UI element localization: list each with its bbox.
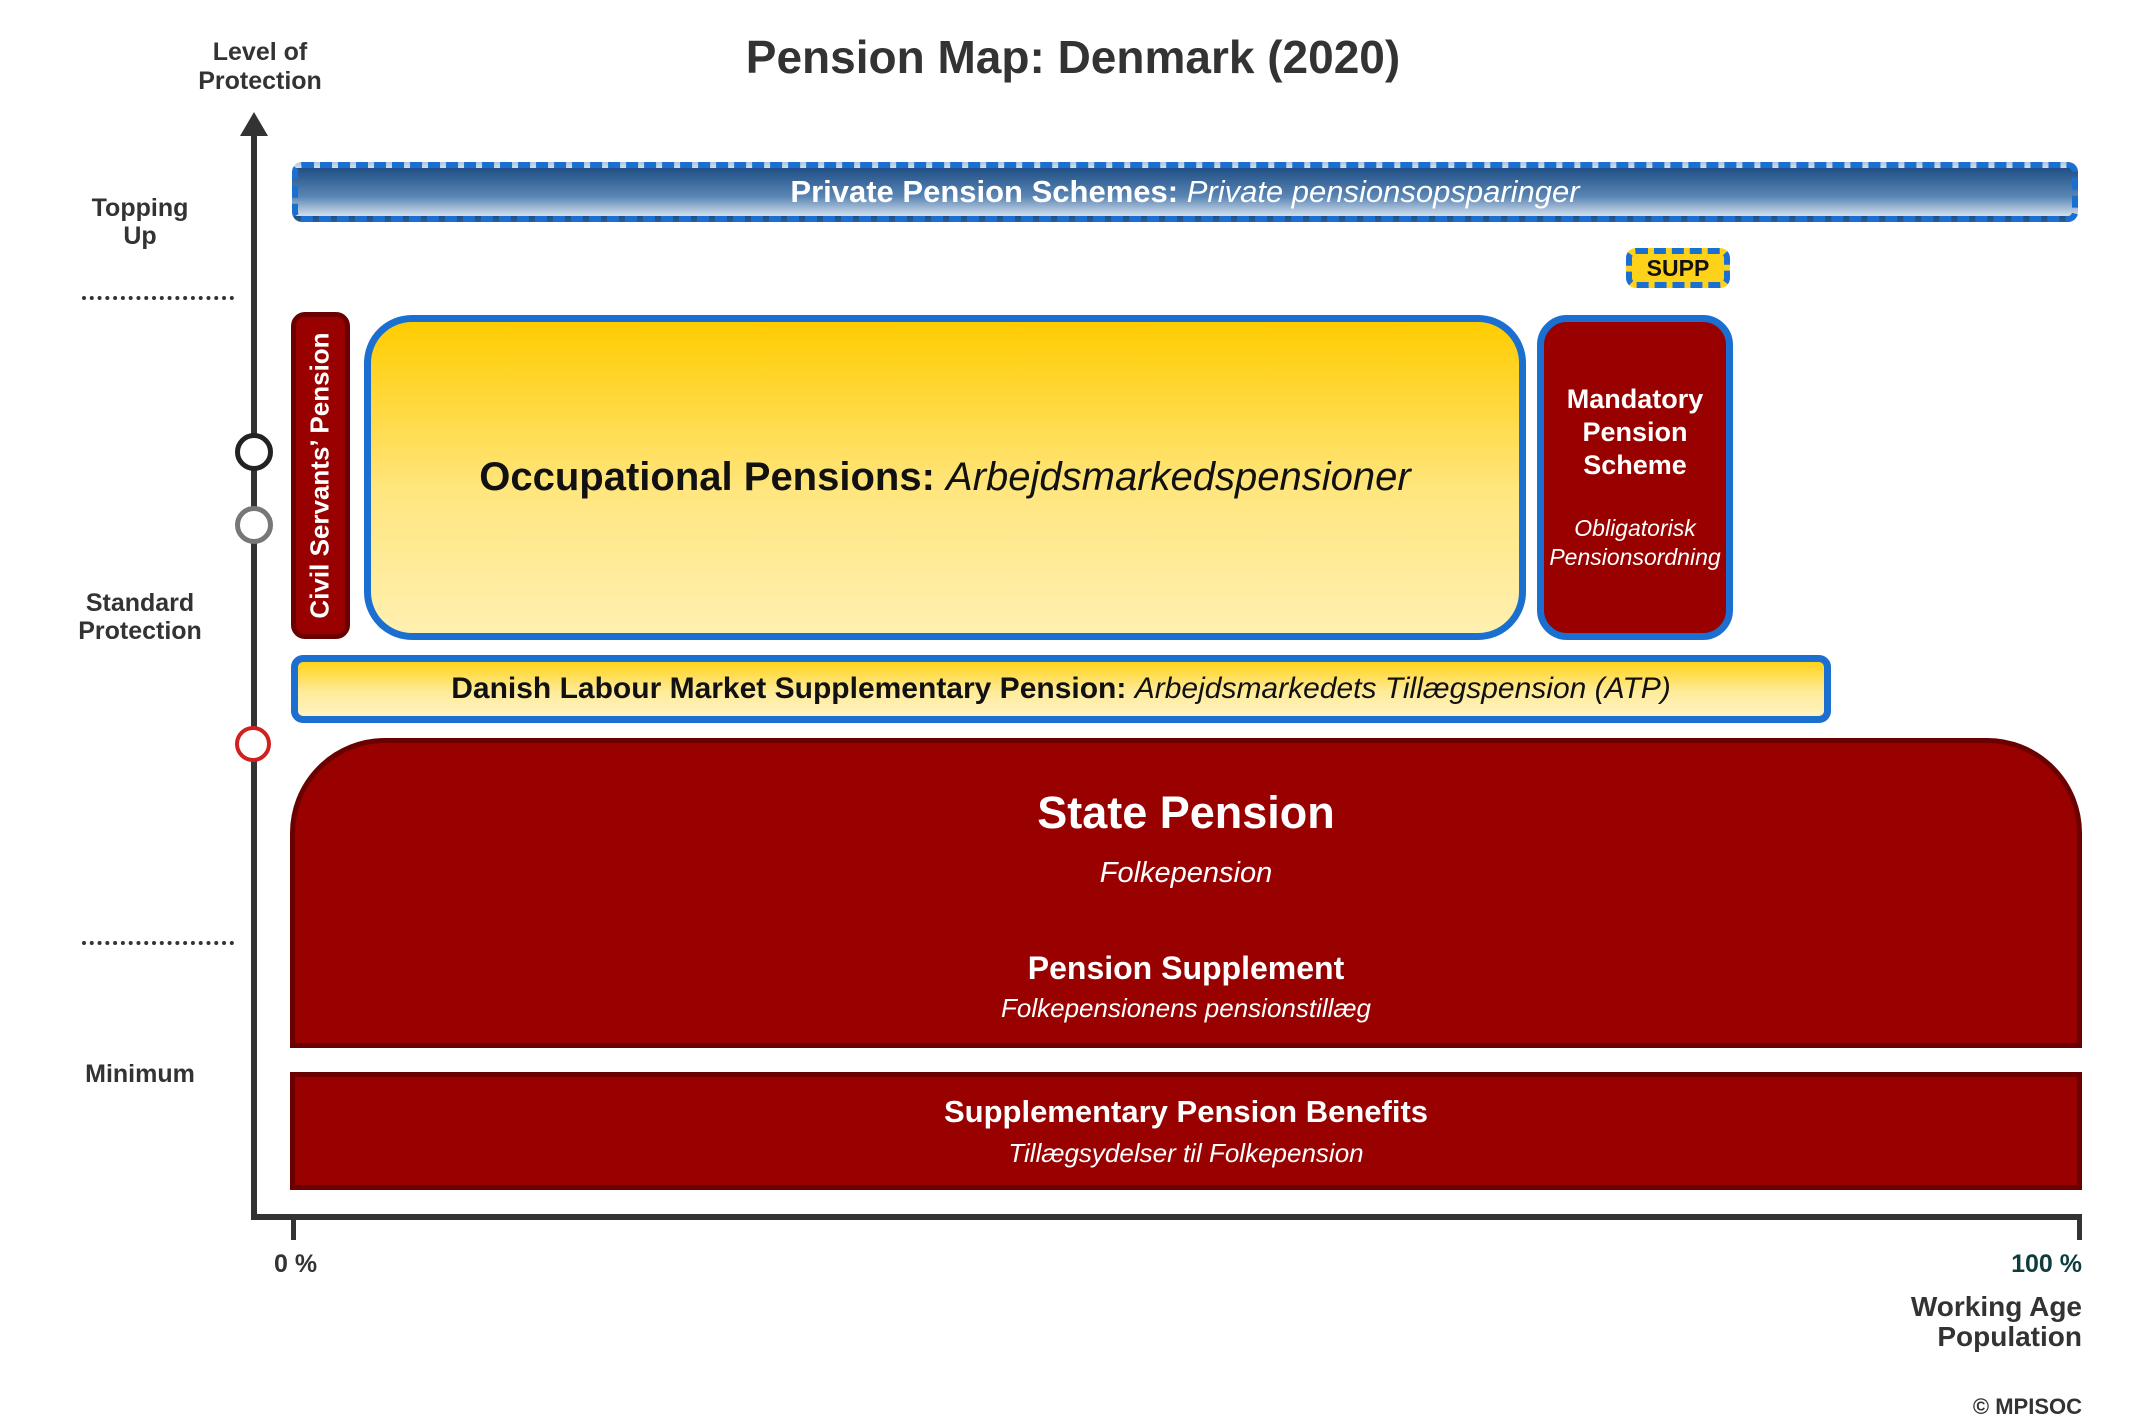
occupational-pensions-local: Arbejdsmarkedspensioner [946, 455, 1411, 499]
supp-box: SUPP [1626, 248, 1730, 288]
x-axis-title: Working Age Population [1820, 1292, 2082, 1352]
atp-box: Danish Labour Market Supplementary Pensi… [291, 655, 1831, 723]
private-pension-name: Private Pension Schemes: [790, 174, 1179, 209]
mandatory-pension-local: Obligatorisk Pensionsordning [1549, 514, 1720, 572]
mandatory-pension-line2: Pension [1582, 417, 1688, 447]
x-axis-tick-start [291, 1214, 296, 1240]
y-axis-arrow-icon [240, 112, 268, 136]
x-axis-title-line1: Working Age [1910, 1291, 2082, 1322]
mandatory-pension-local-line1: Obligatorisk [1574, 515, 1696, 541]
civil-servants-pension-box: Civil Servants’ Pension [291, 312, 350, 639]
mandatory-pension-scheme-box: Mandatory Pension Scheme Obligatorisk Pe… [1537, 315, 1733, 640]
supplementary-pension-benefits-box: Supplementary Pension Benefits Tillægsyd… [290, 1072, 2082, 1190]
level-label-line: Minimum [85, 1060, 195, 1088]
occupational-pensions-name: Occupational Pensions: [479, 455, 935, 499]
state-pension-name: State Pension [1037, 787, 1335, 838]
level-label-line: Standard [85, 589, 195, 617]
level-separator-upper [82, 296, 234, 300]
y-axis-line [251, 120, 257, 1220]
occupational-pensions-box: Occupational Pensions: Arbejdsmarkedspen… [364, 315, 1526, 640]
y-axis-title-line2: Protection [198, 67, 322, 95]
x-axis-end-label: 100 % [2011, 1250, 2082, 1278]
atp-local: Arbejdsmarkedets Tillægspension (ATP) [1134, 672, 1671, 705]
atp-name: Danish Labour Market Supplementary Pensi… [451, 672, 1127, 705]
level-separator-lower [82, 941, 234, 945]
level-label-line: Protection [78, 617, 202, 645]
level-marker-red-circle-icon [235, 726, 271, 762]
level-label-line: Topping [91, 194, 189, 222]
page-title: Pension Map: Denmark (2020) [745, 31, 1401, 83]
private-pension-schemes-box: Private Pension Schemes: Private pension… [292, 162, 2078, 222]
copyright: © MPISOC [1972, 1394, 2082, 1419]
x-axis-tick-end [2077, 1214, 2082, 1240]
civil-servants-pension-label: Civil Servants’ Pension [305, 332, 335, 619]
x-axis-title-line2: Population [1937, 1321, 2082, 1352]
level-label-topping-up: Topping Up [40, 194, 240, 250]
mandatory-pension-local-line2: Pensionsordning [1549, 544, 1721, 570]
y-axis-title-line1: Level of [212, 38, 308, 66]
level-label-standard-protection: Standard Protection [40, 589, 240, 645]
private-pension-local: Private pensionsopsparinger [1186, 174, 1580, 209]
x-axis-line [251, 1214, 2080, 1220]
level-marker-grey-circle-icon [235, 506, 273, 544]
level-marker-black-circle-icon [235, 433, 273, 471]
y-axis-title: Level of Protection [160, 38, 360, 96]
level-label-minimum: Minimum [40, 1060, 240, 1088]
x-axis-start-label: 0 % [274, 1250, 318, 1278]
pension-supplement-local: Folkepensionens pensionstillæg [1000, 993, 1371, 1023]
pension-supplement-name: Pension Supplement [1027, 950, 1345, 986]
level-label-line: Up [123, 222, 157, 250]
supplementary-benefits-local: Tillægsydelser til Folkepension [1008, 1137, 1364, 1168]
mandatory-pension-line3: Scheme [1583, 450, 1687, 480]
state-pension-local: Folkepension [1099, 857, 1273, 889]
state-pension-box: State Pension Folkepension Pension Suppl… [290, 738, 2082, 1048]
mandatory-pension-line1: Mandatory [1566, 384, 1704, 414]
supplementary-benefits-name: Supplementary Pension Benefits [943, 1093, 1429, 1129]
